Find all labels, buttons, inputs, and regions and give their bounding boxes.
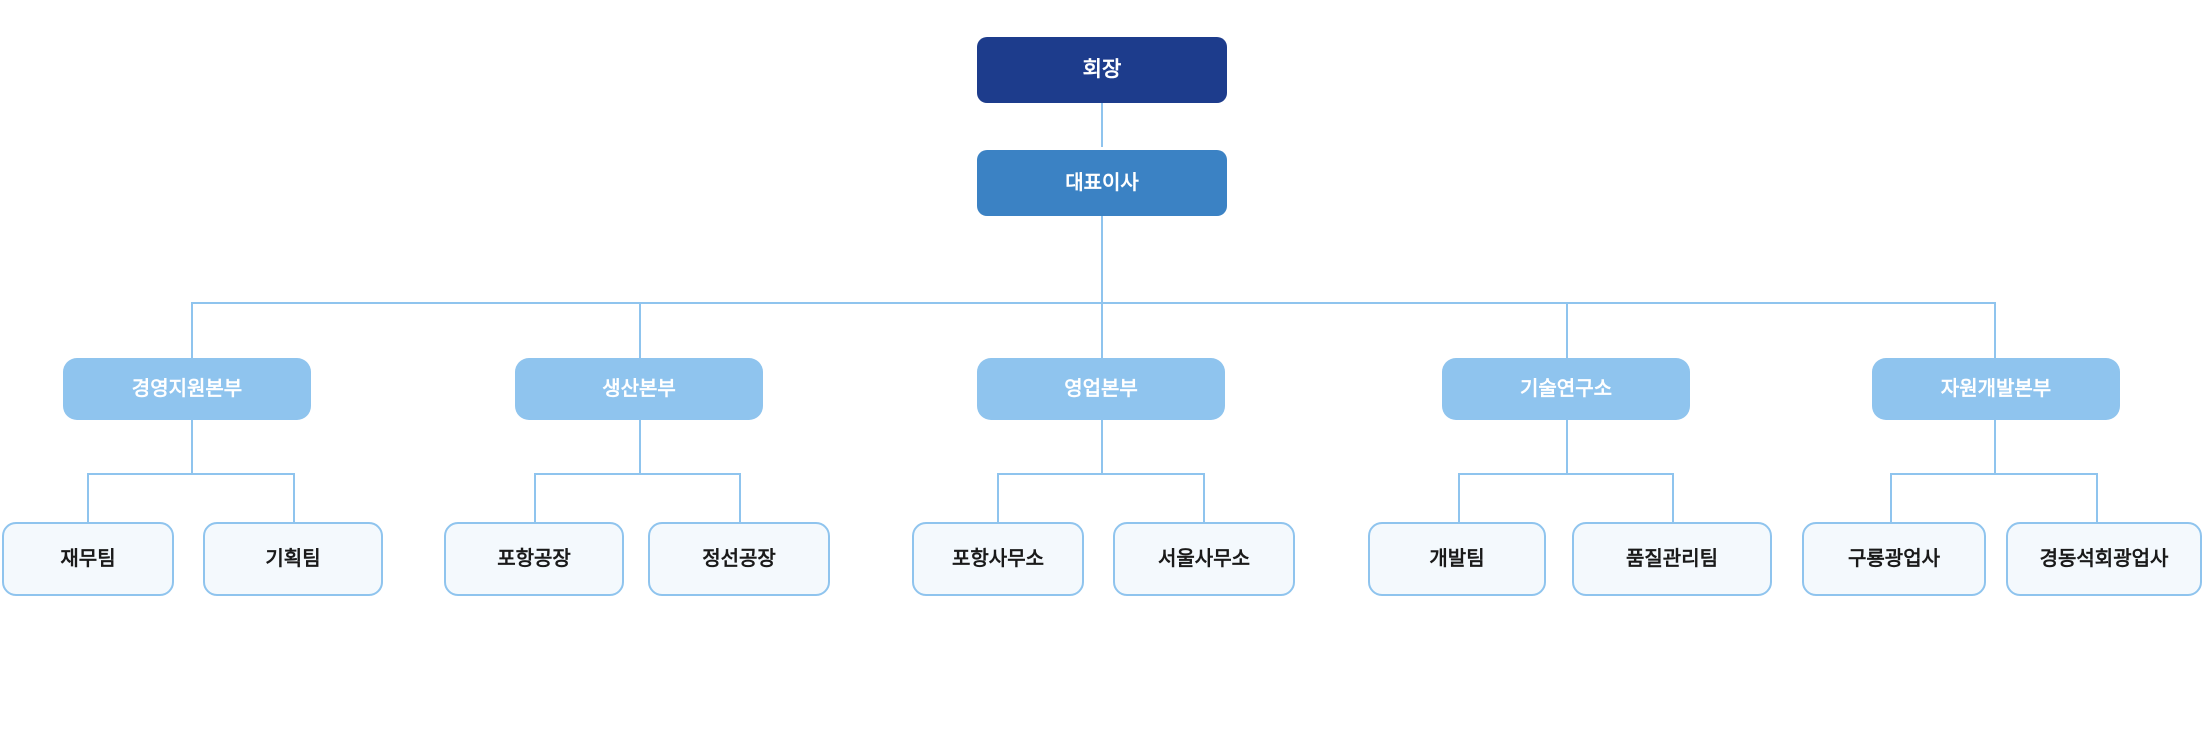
node-team-finance[interactable]: 재무팀 [2,522,174,596]
connector-division-1-stem [191,420,193,473]
node-team-gyeongdong-limestone-mining[interactable]: 경동석회광업사 [2006,522,2202,596]
connector-division-5-bar [1890,473,2098,475]
connector-chairman-to-ceo [1101,103,1103,147]
node-division-production[interactable]: 생산본부 [515,358,763,420]
connector-division-3-stem [1101,420,1103,473]
node-team-planning[interactable]: 기획팀 [203,522,383,596]
connector-bus-to-division-5 [1994,302,1996,359]
node-team-jeongseon-plant[interactable]: 정선공장 [648,522,830,596]
connector-division-4-bar [1458,473,1674,475]
connector-bus-to-division-2 [639,302,641,359]
connector-division-1-to-child-1 [87,473,89,522]
connector-division-5-stem [1994,420,1996,473]
node-team-development[interactable]: 개발팀 [1368,522,1546,596]
node-ceo[interactable]: 대표이사 [977,150,1227,216]
node-division-research-institute[interactable]: 기술연구소 [1442,358,1690,420]
node-division-resource-development[interactable]: 자원개발본부 [1872,358,2120,420]
node-team-quality-control[interactable]: 품질관리팀 [1572,522,1772,596]
connector-division-2-stem [639,420,641,473]
connector-division-3-to-child-2 [1203,473,1205,522]
connector-division-bus [191,302,1996,304]
node-team-guryong-mining[interactable]: 구룡광업사 [1802,522,1986,596]
connector-bus-to-division-3 [1101,302,1103,359]
node-team-pohang-plant[interactable]: 포항공장 [444,522,624,596]
connector-division-4-to-child-1 [1458,473,1460,522]
connector-division-2-to-child-1 [534,473,536,522]
connector-bus-to-division-1 [191,302,193,359]
node-division-sales[interactable]: 영업본부 [977,358,1225,420]
connector-division-2-to-child-2 [739,473,741,522]
connector-division-2-bar [534,473,741,475]
connector-division-1-to-child-2 [293,473,295,522]
node-team-seoul-office[interactable]: 서울사무소 [1113,522,1295,596]
connector-division-5-to-child-1 [1890,473,1892,522]
connector-division-4-stem [1566,420,1568,473]
connector-division-1-bar [87,473,295,475]
connector-division-3-to-child-1 [997,473,999,522]
connector-division-3-bar [997,473,1205,475]
connector-division-4-to-child-2 [1672,473,1674,522]
connector-division-5-to-child-2 [2096,473,2098,522]
node-team-pohang-office[interactable]: 포항사무소 [912,522,1084,596]
connector-bus-to-division-4 [1566,302,1568,359]
node-division-management-support[interactable]: 경영지원본부 [63,358,311,420]
connector-ceo-to-bus [1101,216,1103,359]
node-chairman[interactable]: 회장 [977,37,1227,103]
